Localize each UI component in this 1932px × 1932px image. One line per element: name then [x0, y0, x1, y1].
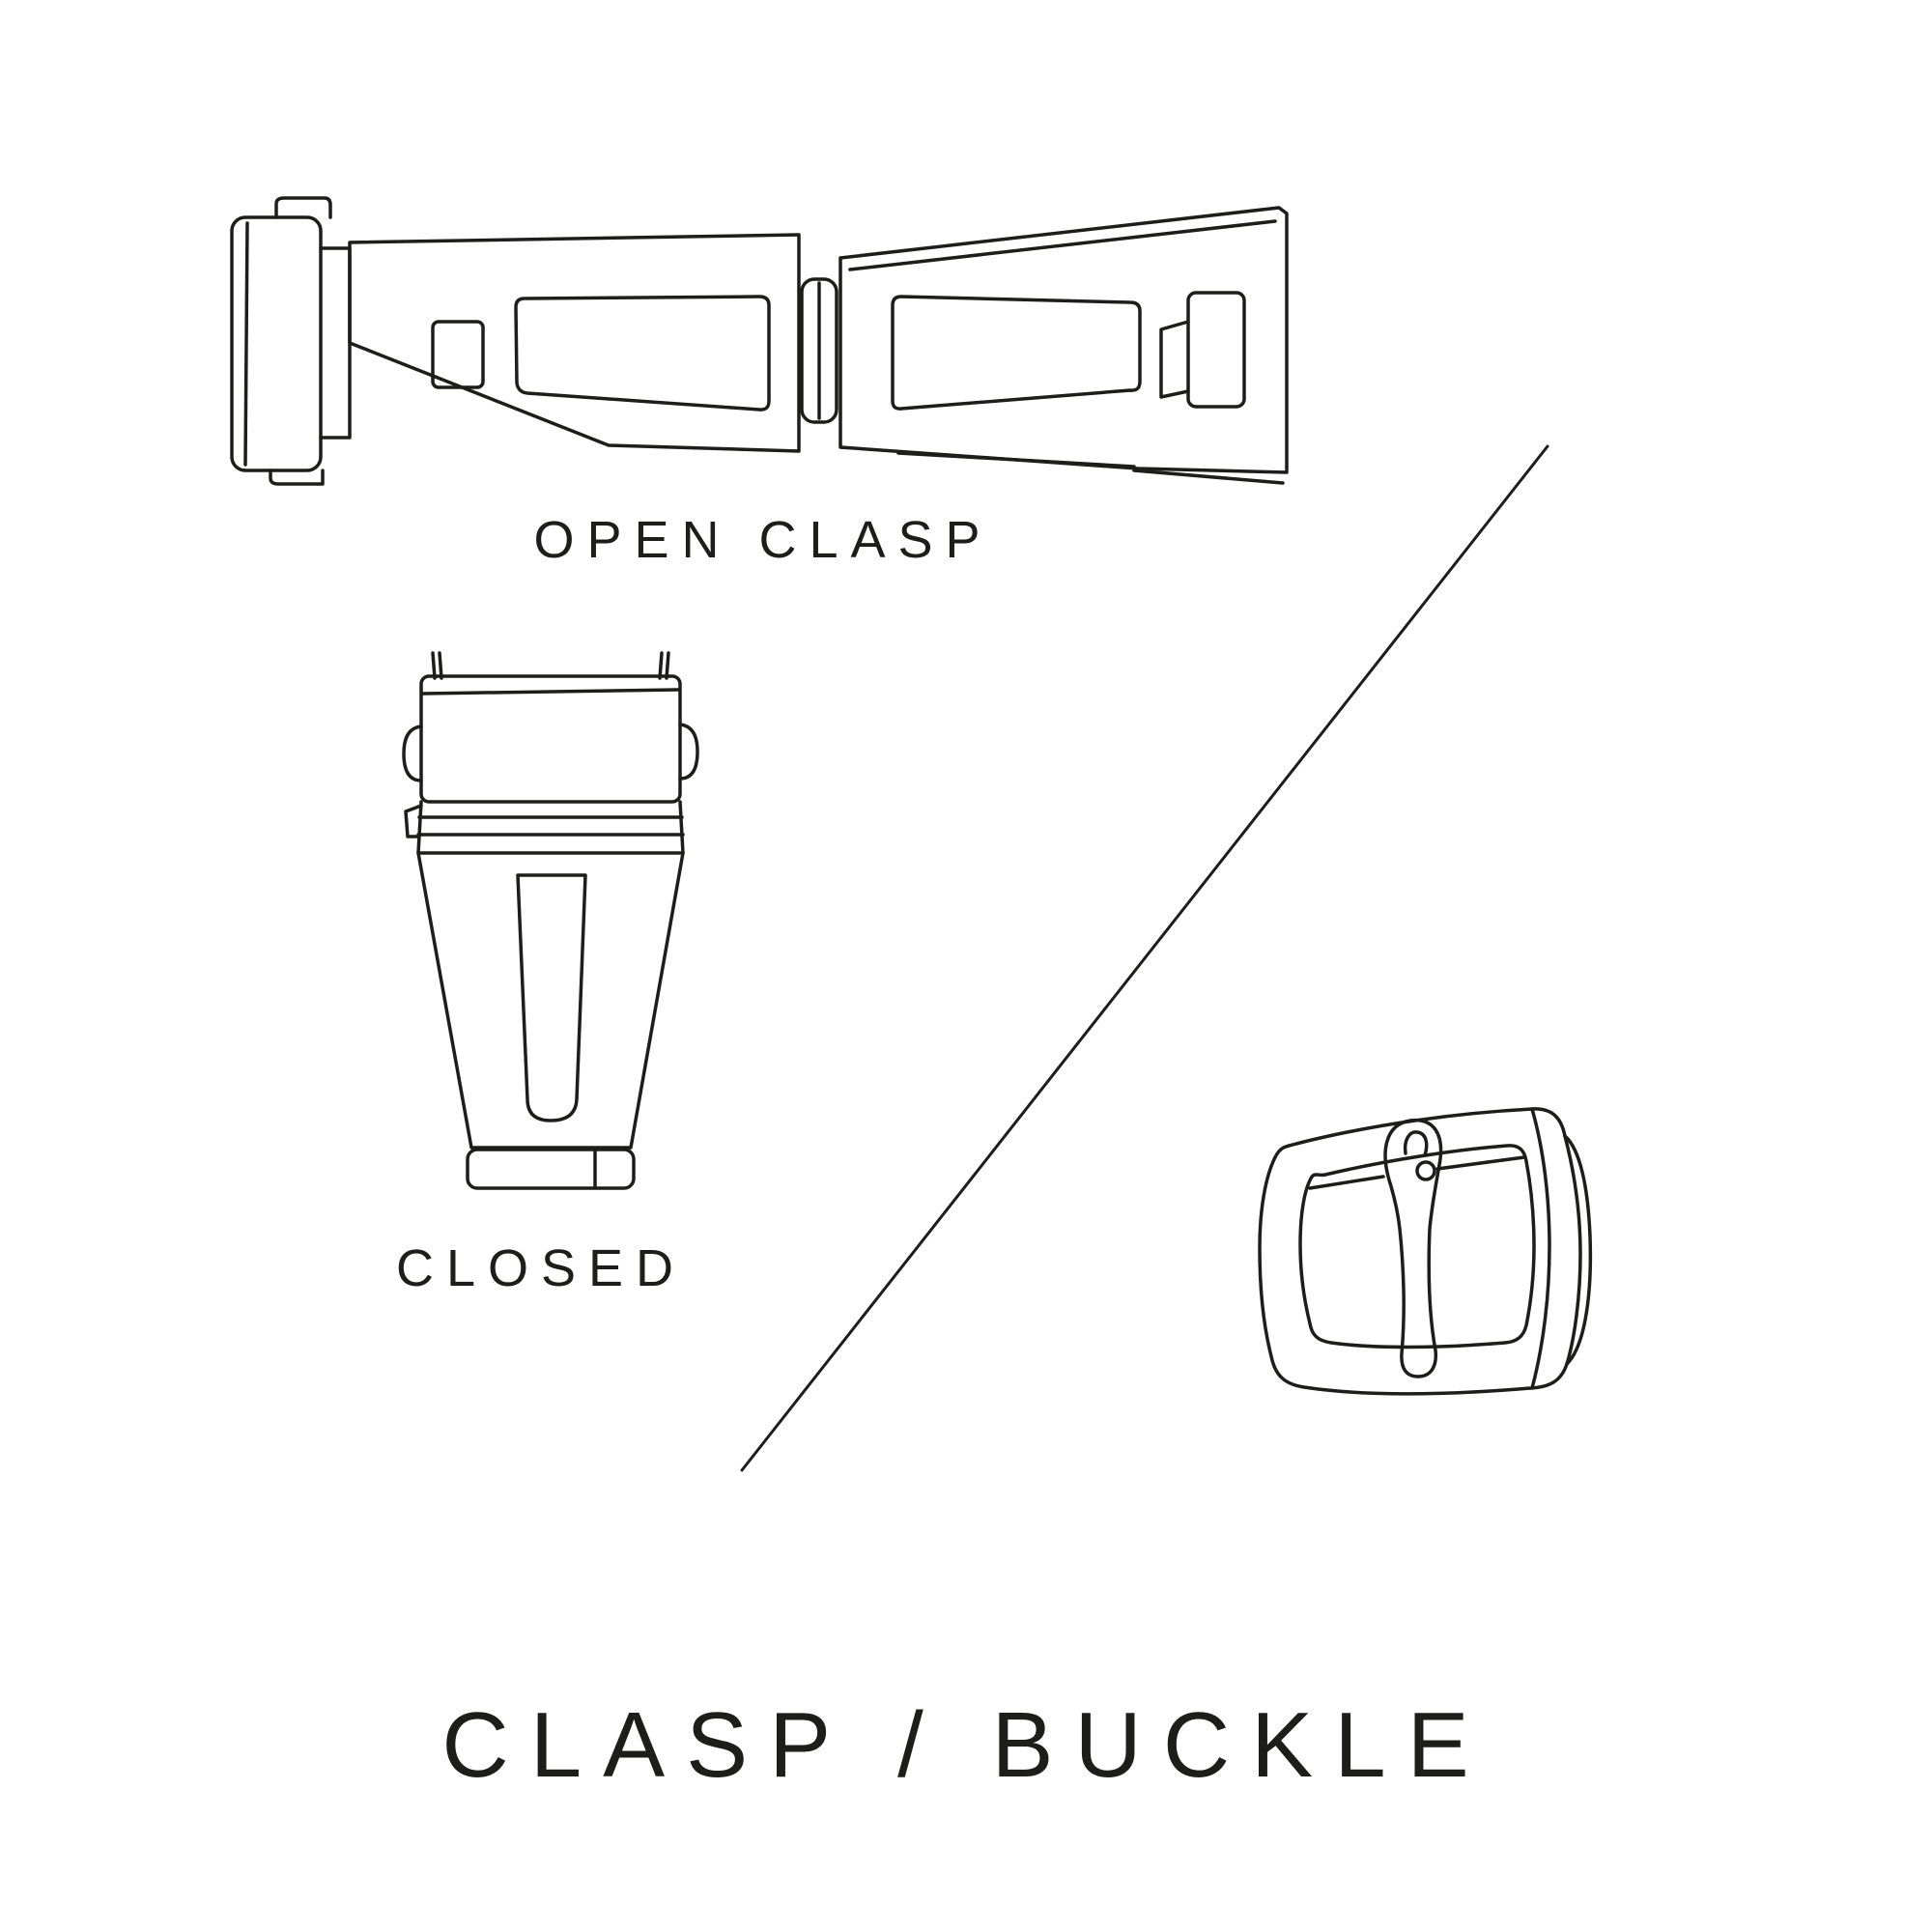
diagram-title: CLASP / BUCKLE [441, 1693, 1491, 1797]
buckle-illustration [1236, 1092, 1642, 1410]
closed-clasp-label: CLOSED [395, 1239, 687, 1297]
closed-clasp-illustration [386, 645, 715, 1196]
open-clasp-illustration [222, 188, 1304, 497]
open-clasp-label: OPEN CLASP [533, 511, 993, 569]
